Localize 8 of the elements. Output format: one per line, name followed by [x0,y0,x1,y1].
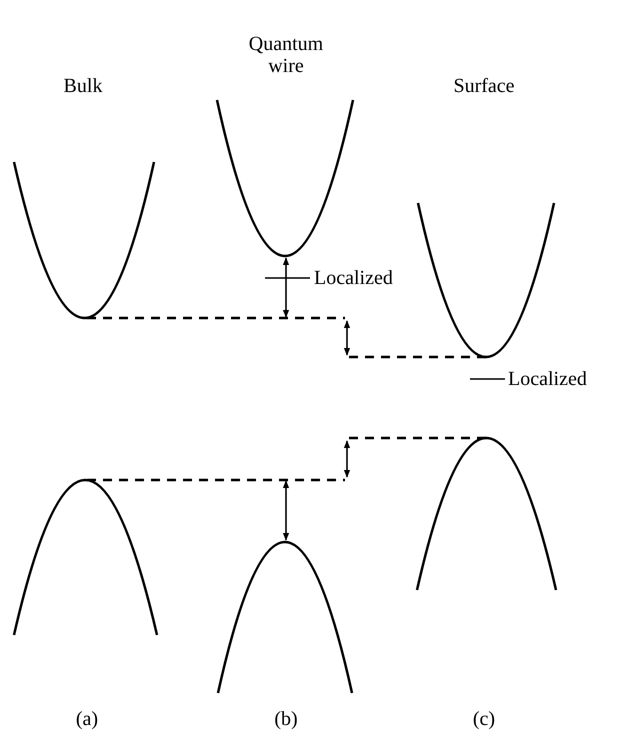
panel-label: (a) [76,708,98,730]
level-label: Localized [314,267,393,289]
column-heading: Surface [453,75,515,97]
panel-label: (c) [472,708,496,730]
column-heading: Bulk [64,75,102,97]
column-heading: Quantum wire [248,33,324,77]
level-label: Localized [508,368,587,390]
panel-label: (b) [274,708,298,730]
